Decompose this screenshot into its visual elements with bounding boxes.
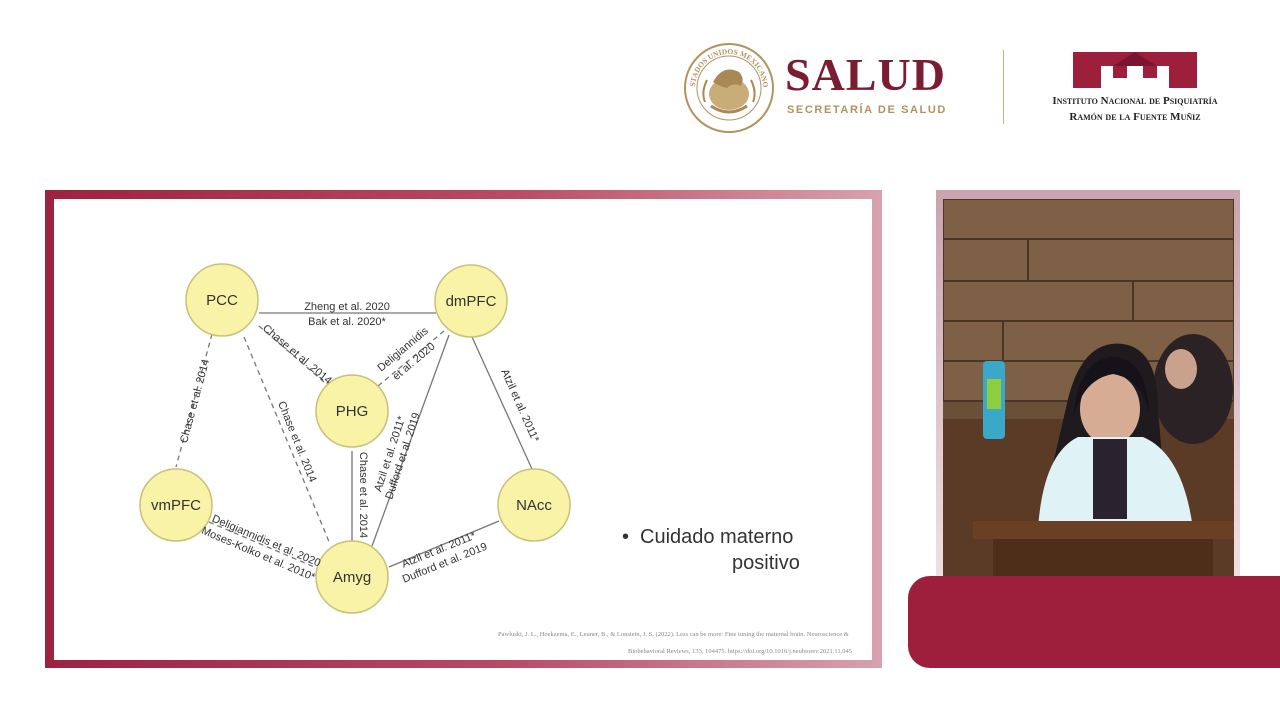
node-dmpfc-label: dmPFC	[446, 293, 497, 310]
node-phg-label: PHG	[336, 403, 369, 420]
speaker-video-feed	[943, 199, 1234, 576]
node-phg-circle	[315, 374, 389, 448]
node-pcc-circle	[185, 263, 259, 337]
edge-nacc-amyg	[388, 520, 500, 568]
node-vmpfc-label: vmPFC	[151, 497, 201, 514]
node-nacc-label: NAcc	[516, 497, 552, 514]
edge-label-pcc-dmpfc-2: Bak et al. 2020*	[308, 316, 386, 328]
reference-line2: Biobehavioral Reviews, 133, 104475. http…	[628, 648, 852, 655]
edge-label-pcc-vmpfc: Chase et al. 2014	[178, 358, 212, 444]
salud-title: SALUD	[785, 49, 946, 100]
reference-line1: Pawluski, J. L., Hoekzema, E., Leuner, B…	[498, 631, 849, 638]
salud-subtitle: SECRETARÍA DE SALUD	[787, 104, 947, 116]
node-dmpfc-circle	[434, 264, 508, 338]
brain-network-diagram: PCC dmPFC PHG vmPFC NAcc Amyg Zheng et a…	[139, 263, 571, 614]
edge-pcc-amyg	[243, 336, 331, 545]
bullet-text-line2: positivo	[732, 552, 800, 574]
edge-label-pcc-amyg: Chase et al. 2014	[275, 400, 318, 484]
edge-dmpfc-amyg	[371, 334, 450, 547]
bullet-text-line1: Cuidado materno	[640, 526, 794, 548]
node-pcc-label: PCC	[206, 292, 238, 309]
edge-pcc-vmpfc	[175, 333, 213, 468]
edge-label-phg-amyg: Chase et al. 2014	[357, 452, 369, 538]
edge-label-pcc-dmpfc-1: Zheng et al. 2020	[304, 301, 390, 313]
edge-label-pcc-phg: Chase et al. 2014	[260, 322, 334, 387]
node-vmpfc-circle	[139, 468, 213, 542]
bullet-dot: •	[622, 526, 630, 548]
brand-banner	[908, 576, 1280, 668]
institute-logo-icon	[1073, 52, 1197, 88]
edge-vmpfc-amyg	[208, 521, 320, 570]
header-divider	[1003, 50, 1004, 124]
institute-name-line2: Ramón de la Fuente Muñiz	[1069, 111, 1201, 123]
edge-dmpfc-nacc	[471, 336, 533, 470]
edge-label-dmpfc-nacc: Atzil et al. 2011*	[498, 367, 541, 444]
node-nacc-circle	[497, 468, 571, 542]
node-amyg-circle	[315, 540, 389, 614]
institute-name-line1: Instituto Nacional de Psiquiatría	[1052, 95, 1218, 107]
node-amyg-label: Amyg	[333, 569, 371, 586]
